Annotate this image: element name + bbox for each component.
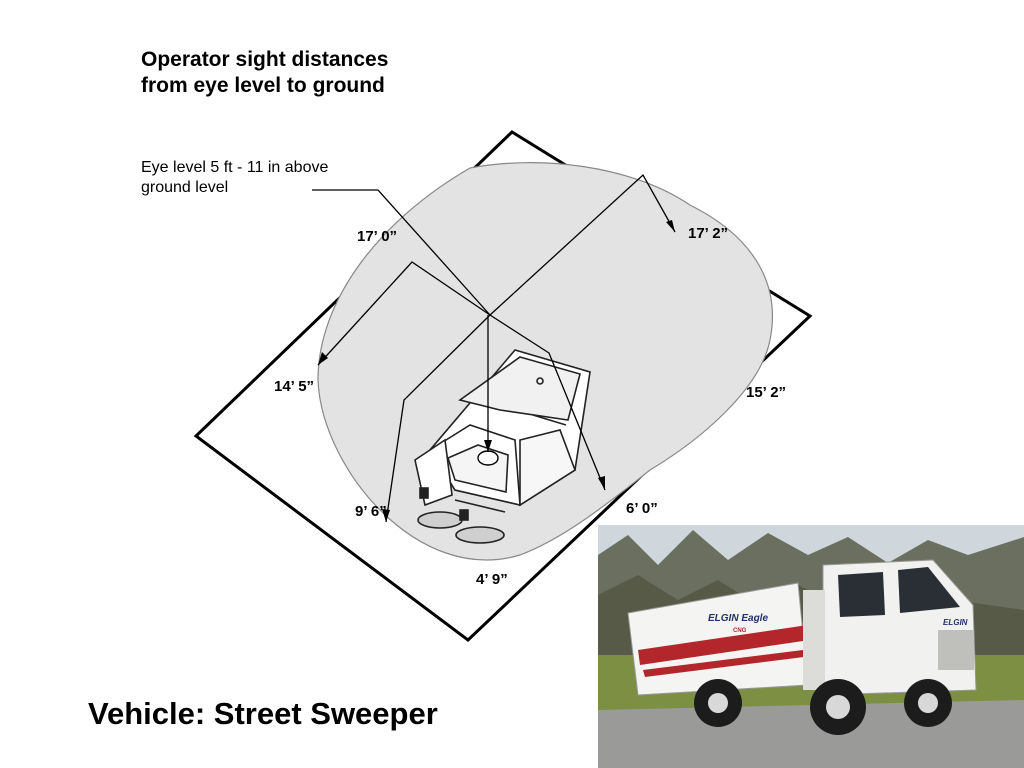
- sight-lines: [312, 173, 676, 523]
- photo-brand-text: ELGIN Eagle: [708, 613, 768, 624]
- sweeper-vehicle-sketch: [414, 349, 591, 544]
- distance-label-front-left: 17’ 0”: [357, 228, 398, 245]
- distance-label-rear-right: 6’ 0”: [626, 500, 658, 517]
- eye-level-note: Eye level 5 ft - 11 in above ground leve…: [141, 159, 329, 196]
- photo-truck: [627, 559, 977, 735]
- distance-label-right: 15’ 2”: [746, 384, 787, 401]
- distance-label-rear: 4’ 9”: [476, 571, 508, 588]
- diagram-title: Operator sight distances from eye level …: [141, 48, 389, 97]
- distance-label-rear-left: 9’ 6”: [355, 503, 387, 520]
- distance-label-left: 14’ 5”: [274, 378, 315, 395]
- arrowheads: [318, 220, 675, 522]
- photo-cab-badge: ELGIN: [943, 618, 968, 627]
- distance-label-front-right: 17’ 2”: [688, 225, 729, 242]
- vehicle-caption: Vehicle: Street Sweeper: [88, 696, 438, 731]
- street-sweeper-photo: ELGIN Eagle CNG ELGIN: [598, 525, 1024, 768]
- photo-sub-text: CNG: [733, 628, 747, 634]
